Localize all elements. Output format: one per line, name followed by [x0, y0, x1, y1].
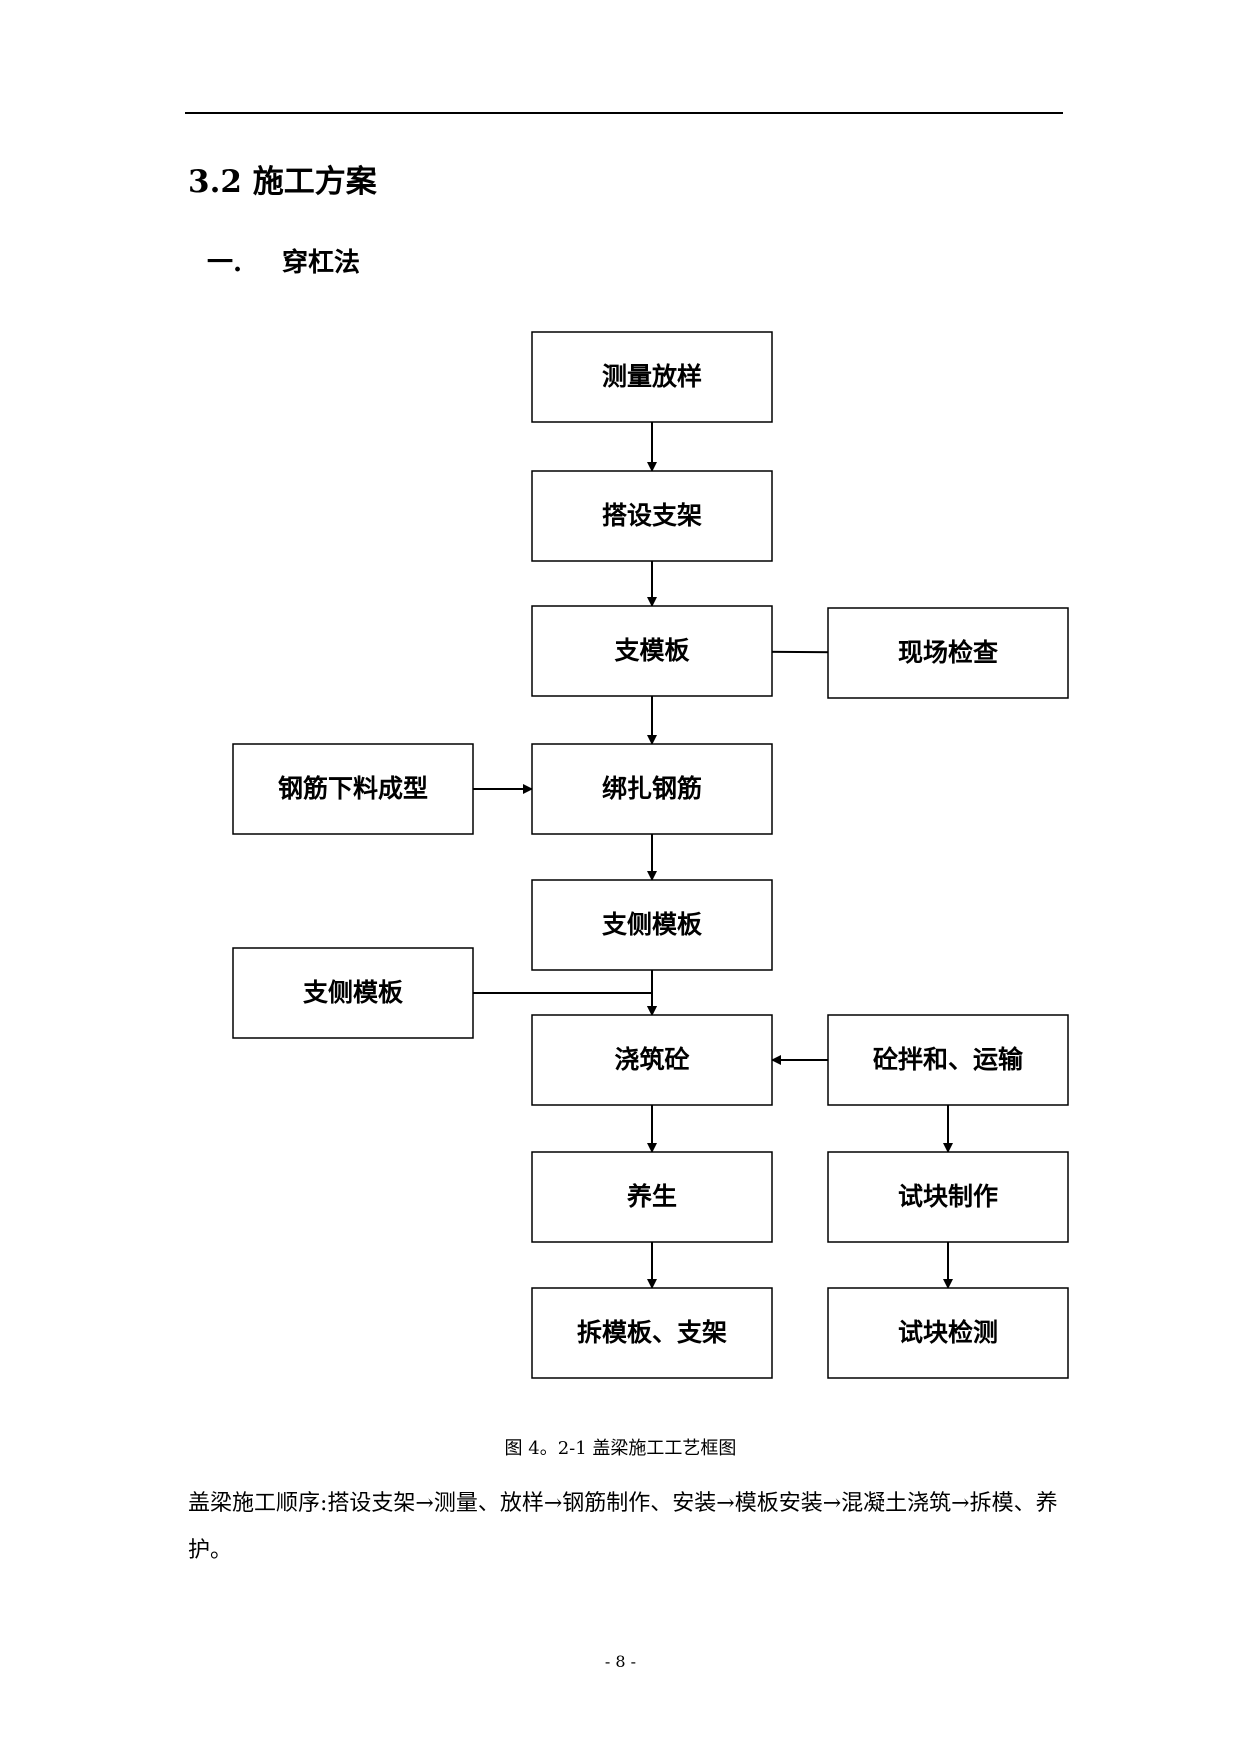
subsection-number: 一.	[207, 248, 243, 278]
section-heading: 3.2 施工方案	[188, 162, 377, 202]
flow-node-inspection: 现场检查	[827, 607, 1069, 699]
subsection-title: 穿杠法	[282, 248, 361, 278]
flow-node-box	[531, 879, 773, 971]
flow-node-pour: 浇筑砼	[531, 1014, 773, 1106]
header-rule	[185, 112, 1063, 114]
flow-node-label: 支侧模板	[602, 910, 702, 939]
page-number: - 8 -	[604, 1652, 637, 1671]
flow-node-box	[232, 947, 474, 1039]
flow-node-box	[531, 470, 773, 562]
flow-node-box	[531, 605, 773, 697]
flow-node-specimen-test: 试块检测	[827, 1287, 1069, 1379]
flow-node-label: 拆模板、支架	[577, 1318, 727, 1347]
flow-node-measure: 测量放样	[531, 331, 773, 423]
flow-node-label: 现场检查	[898, 638, 998, 667]
flow-node-box	[531, 1151, 773, 1243]
flow-node-curing: 养生	[531, 1151, 773, 1243]
flow-node-label: 试块制作	[898, 1182, 998, 1211]
flow-node-box	[531, 1014, 773, 1106]
flow-node-box	[827, 1014, 1069, 1106]
process-flowchart: 测量放样搭设支架支模板现场检查钢筋下料成型绑扎钢筋支侧模板支侧模板浇筑砼砼拌和、…	[232, 331, 1069, 1379]
flow-node-box	[827, 607, 1069, 699]
flow-node-box	[827, 1287, 1069, 1379]
flow-node-label: 支侧模板	[303, 978, 403, 1007]
flow-arrow-side-form-2-to-pour	[473, 992, 657, 1016]
flow-node-label: 支模板	[614, 636, 689, 665]
figure-caption: 图 4。2-1 盖梁施工工艺框图	[504, 1438, 737, 1459]
flow-node-box	[531, 331, 773, 423]
flow-node-label: 搭设支架	[602, 501, 702, 530]
flow-node-label: 浇筑砼	[614, 1045, 689, 1074]
body-paragraph: 盖梁施工顺序:搭设支架→测量、放样→钢筋制作、安装→模板安装→混凝土浇筑→拆模、…	[188, 1491, 1058, 1563]
flow-node-box	[531, 743, 773, 835]
flow-node-scaffold: 搭设支架	[531, 470, 773, 562]
flow-node-box	[827, 1151, 1069, 1243]
flow-node-box	[232, 743, 474, 835]
flow-node-mixing: 砼拌和、运输	[827, 1014, 1069, 1106]
flow-node-label: 砼拌和、运输	[873, 1045, 1024, 1074]
flow-node-label: 绑扎钢筋	[602, 774, 702, 803]
section-number: 3.2	[188, 164, 242, 200]
subsection-heading: 一. 穿杠法	[207, 246, 360, 280]
flow-node-side-form-2: 支侧模板	[232, 947, 474, 1039]
flow-node-label: 养生	[626, 1182, 677, 1211]
flow-node-label: 试块检测	[898, 1318, 998, 1347]
flow-node-formwork: 支模板	[531, 605, 773, 697]
flow-node-demold: 拆模板、支架	[531, 1287, 773, 1379]
flow-node-label: 钢筋下料成型	[278, 774, 428, 803]
flow-node-specimen-make: 试块制作	[827, 1151, 1069, 1243]
flow-node-rebar-prep: 钢筋下料成型	[232, 743, 474, 835]
flow-node-label: 测量放样	[602, 362, 702, 391]
section-title: 施工方案	[252, 164, 377, 200]
flow-node-box	[531, 1287, 773, 1379]
flow-node-rebar-tie: 绑扎钢筋	[531, 743, 773, 835]
flow-node-side-form-1: 支侧模板	[531, 879, 773, 971]
